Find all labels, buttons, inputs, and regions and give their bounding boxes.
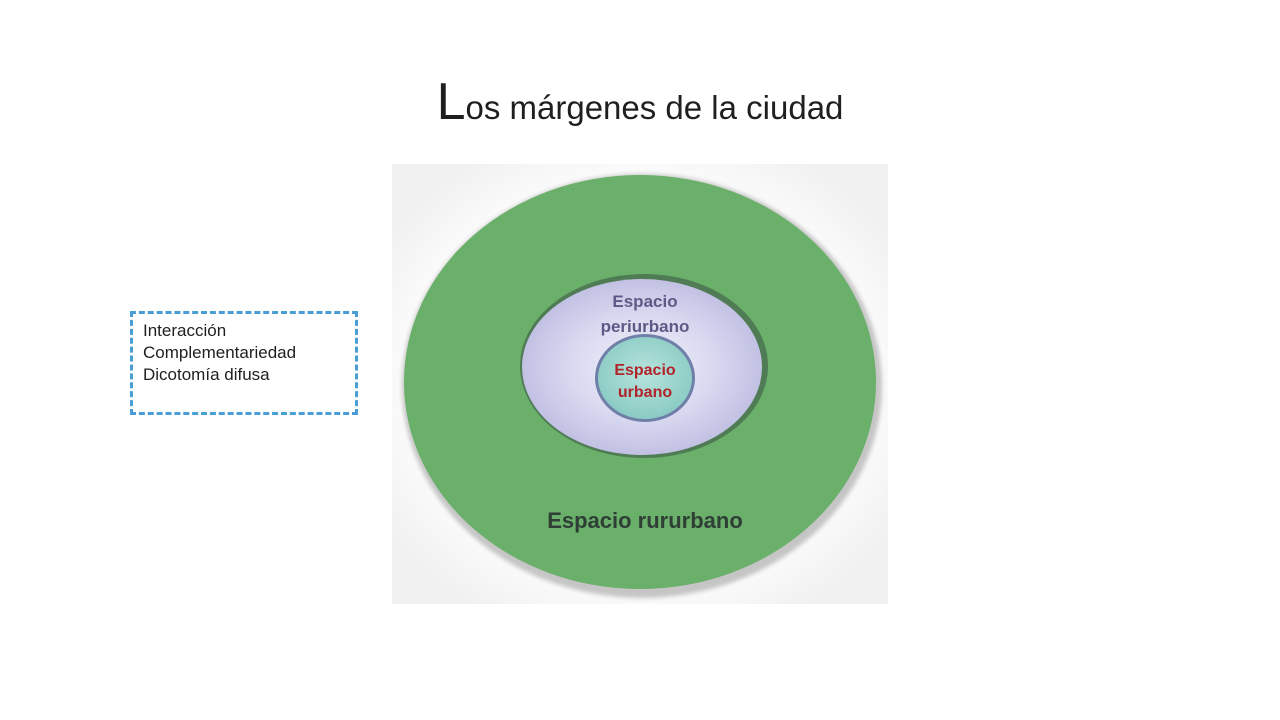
- concentric-diagram: Espacio periurbano Espacio urbano Espaci…: [392, 164, 888, 604]
- inner-core-urbano: [598, 337, 692, 419]
- title-initial: L: [436, 73, 466, 131]
- periurbano-label-line1: Espacio: [612, 292, 677, 311]
- title-text: os márgenes de la ciudad: [465, 89, 844, 126]
- notes-box: Interacción Complementariedad Dicotomía …: [130, 311, 358, 415]
- slide-title: Los márgenes de la ciudad: [0, 72, 1280, 132]
- urbano-label-line1: Espacio: [614, 362, 676, 379]
- note-dicotomia: Dicotomía difusa: [143, 365, 270, 384]
- periurbano-label-line2: periurbano: [601, 317, 690, 336]
- note-interaccion: Interacción: [143, 321, 227, 340]
- urbano-label-line2: urbano: [618, 384, 672, 401]
- rururbano-label: Espacio rururbano: [547, 508, 743, 533]
- note-complementariedad: Complementariedad: [143, 343, 297, 362]
